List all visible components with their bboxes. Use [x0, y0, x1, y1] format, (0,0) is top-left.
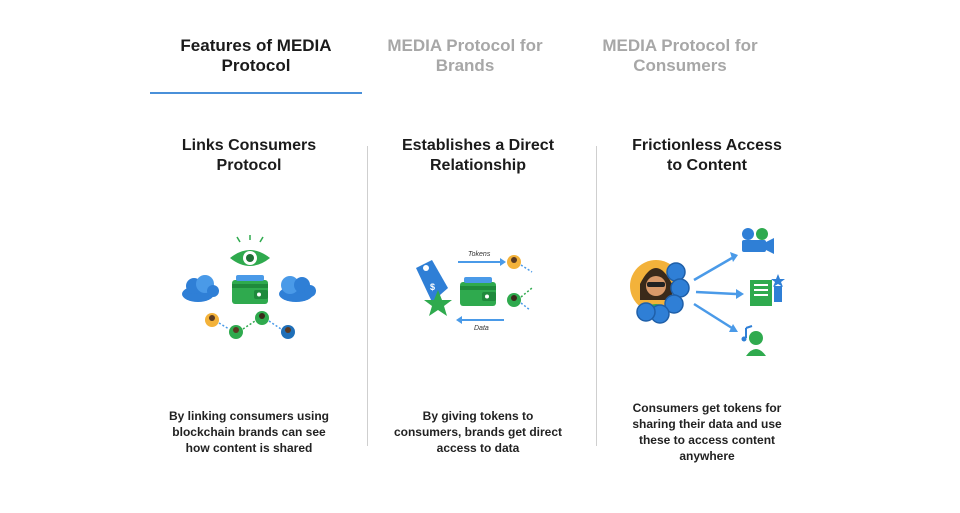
feature-title: Establishes a Direct Relationship	[401, 137, 555, 174]
token-coin-icon	[636, 262, 690, 324]
tab-bar: Features of MEDIA Protocol MEDIA Protoco…	[150, 36, 790, 96]
cloud-icon	[182, 275, 219, 302]
feature-description: By giving tokens to consumers, brands ge…	[393, 409, 563, 455]
feature-frictionless-access: Frictionless Access to Content Consumers…	[602, 136, 812, 476]
arrow-icon	[456, 316, 504, 324]
cloud-icon	[279, 276, 316, 302]
tab-consumers[interactable]: MEDIA Protocol for Consumers	[602, 36, 758, 75]
feature-links-consumers: Links Consumers Protocol By linking cons…	[144, 136, 354, 476]
tab-features[interactable]: Features of MEDIA Protocol	[180, 36, 332, 75]
person-avatar-icon	[205, 311, 295, 339]
music-note-icon	[741, 325, 766, 356]
tokens-label: Tokens	[468, 251, 491, 258]
feature-description: By linking consumers using blockchain br…	[168, 409, 330, 455]
feature-title: Links Consumers Protocol	[181, 137, 317, 174]
column-divider	[596, 146, 597, 446]
star-badge-icon	[424, 290, 452, 316]
video-camera-icon	[742, 228, 774, 254]
arrow-icon	[458, 258, 506, 266]
arrow-icon	[693, 252, 744, 332]
column-divider	[367, 146, 368, 446]
wallet-icon	[460, 277, 496, 306]
links-consumers-illustration	[182, 235, 316, 339]
active-tab-indicator	[150, 92, 362, 94]
direct-relationship-illustration: $ Tokens Data	[416, 251, 533, 332]
eye-icon	[230, 235, 270, 266]
price-tag-icon: $	[416, 260, 448, 302]
feature-direct-relationship: Establishes a Direct Relationship By giv…	[373, 136, 583, 476]
feature-description: Consumers get tokens for sharing their d…	[632, 401, 782, 463]
svg-text:$: $	[430, 282, 435, 292]
document-icon	[750, 274, 785, 306]
feature-title: Frictionless Access to Content	[632, 137, 782, 174]
data-label: Data	[474, 325, 489, 332]
person-avatar-icon	[507, 255, 533, 311]
frictionless-access-illustration	[630, 228, 785, 356]
tab-brands[interactable]: MEDIA Protocol for Brands	[387, 36, 543, 75]
wallet-icon	[232, 275, 268, 304]
